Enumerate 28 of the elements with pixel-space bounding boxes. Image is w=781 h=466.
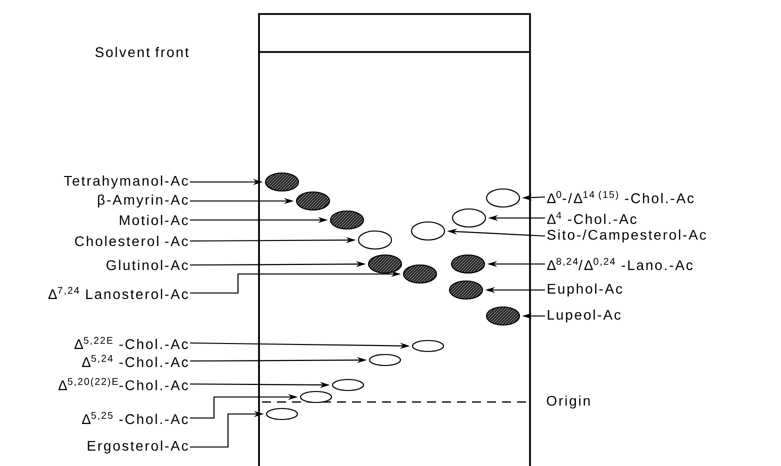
- compound-label: Tetrahymanol-Ac: [64, 175, 188, 189]
- plate-label: Solvent front: [95, 46, 189, 58]
- compound-label: Δ$^{4}$ -Chol.-Ac: [547, 212, 636, 224]
- compound-label: Δ$^{0}$-/Δ$^{14 (15)}$ -Chol.-Ac: [547, 190, 694, 204]
- spot: [300, 390, 332, 404]
- compound-label: Δ$^{5,22E}$ -Chol.-Ac: [74, 336, 188, 350]
- compound-label: Ergosterol-Ac: [88, 440, 188, 454]
- compound-label: Glutinol-Ac: [106, 260, 188, 270]
- spot: [332, 378, 364, 392]
- spot: [368, 354, 402, 366]
- spot: [410, 221, 446, 241]
- compound-label: Motiol-Ac: [120, 214, 188, 226]
- plate-label: Origin: [546, 395, 590, 409]
- spot: [412, 340, 444, 352]
- compound-label: Δ$^{5,20(22)E}$-Chol.-Ac: [58, 378, 188, 390]
- spot: [358, 230, 392, 250]
- compound-label: Δ$^{8,24}$/Δ$^{0,24}$ -Lano.-Ac: [547, 258, 693, 270]
- compound-label: Δ$^{7,24}$ Lanosterol-Ac: [48, 286, 188, 300]
- spot: [486, 188, 520, 208]
- compound-label: β-Amyrin-Ac: [98, 194, 188, 208]
- spot: [266, 408, 298, 420]
- compound-label: Δ$^{5,25}$ -Chol.-Ac: [82, 412, 188, 424]
- compound-label: Cholesterol -Ac: [75, 236, 188, 246]
- spot: [452, 208, 486, 228]
- compound-label: Lupeol-Ac: [548, 309, 621, 323]
- compound-label: Euphol-Ac: [548, 283, 622, 297]
- compound-label: Sito-/Campesterol-Ac: [547, 229, 706, 243]
- compound-label: Δ$^{5,24}$ -Chol.-Ac: [82, 354, 188, 368]
